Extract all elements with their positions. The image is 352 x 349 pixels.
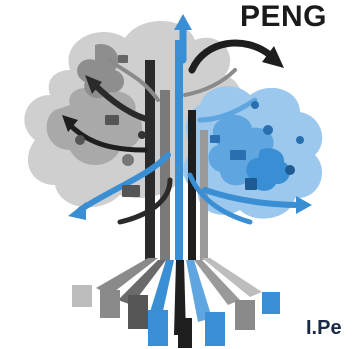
canopy-icons [75,55,304,197]
slide-title: PENG [240,0,328,33]
branch-arrows [62,14,312,225]
tree-roots [72,258,280,348]
slide-subtitle: I.Pe [306,317,342,339]
